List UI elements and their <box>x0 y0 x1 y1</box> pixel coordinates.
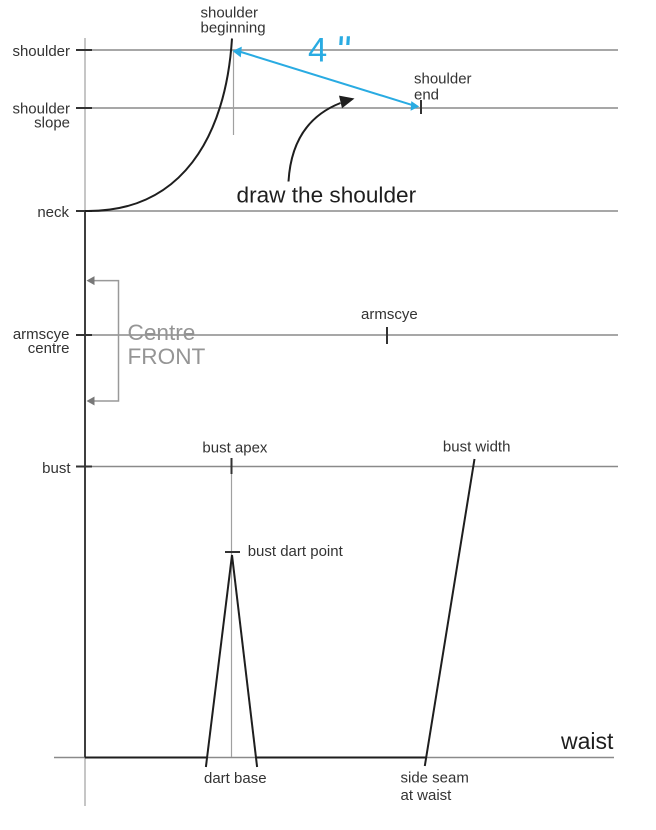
svg-text:at waist: at waist <box>401 787 453 804</box>
svg-text:beginning: beginning <box>201 20 266 37</box>
svg-text:bust apex: bust apex <box>202 439 268 456</box>
svg-text:bust width: bust width <box>443 439 511 456</box>
svg-text:centre: centre <box>28 340 70 357</box>
svg-text:bust: bust <box>42 460 71 477</box>
svg-text:bust dart point: bust dart point <box>248 543 344 560</box>
svg-text:armscye: armscye <box>13 326 70 343</box>
svg-text:shoulder: shoulder <box>201 5 259 22</box>
svg-text:slope: slope <box>34 115 70 132</box>
svg-text:waist: waist <box>560 728 614 754</box>
svg-text:shoulder: shoulder <box>12 43 70 60</box>
svg-text:end: end <box>414 87 439 104</box>
svg-text:shoulder: shoulder <box>12 101 70 118</box>
svg-text:draw the shoulder: draw the shoulder <box>237 183 417 208</box>
svg-text:FRONT: FRONT <box>128 344 206 369</box>
svg-text:neck: neck <box>37 204 69 221</box>
svg-text:Centre: Centre <box>128 320 196 345</box>
svg-text:dart base: dart base <box>204 770 267 787</box>
svg-text:armscye: armscye <box>361 306 418 323</box>
svg-text:side seam: side seam <box>401 769 469 786</box>
svg-text:shoulder: shoulder <box>414 71 472 88</box>
svg-text:4: 4 <box>308 32 327 70</box>
